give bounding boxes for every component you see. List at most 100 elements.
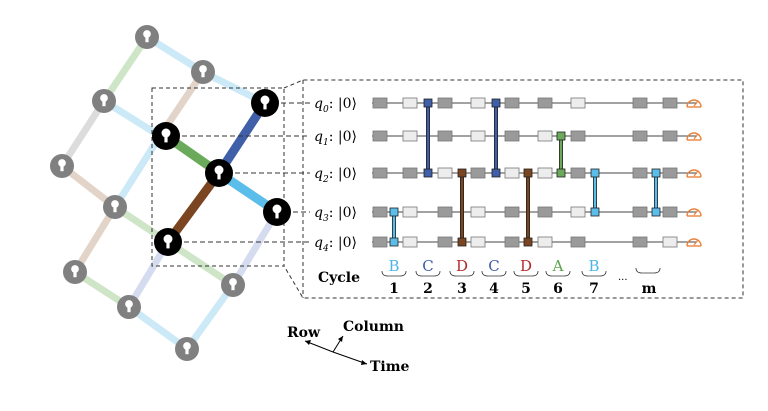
gate-box xyxy=(470,236,486,248)
coupler-gate xyxy=(523,168,533,247)
qubit-node xyxy=(152,122,180,150)
qubit-label: q0: |0⟩ xyxy=(314,96,357,115)
cycle-group: D5 xyxy=(513,257,539,297)
cycle-label: Cycle xyxy=(318,270,360,286)
gate-box xyxy=(632,206,648,218)
coupler-line xyxy=(101,35,150,103)
cycle-number: 4 xyxy=(489,281,499,297)
qubit-label: q2: |0⟩ xyxy=(314,166,357,185)
qubit-label: q4: |0⟩ xyxy=(314,235,357,254)
qubit-node xyxy=(63,260,87,284)
cycle-number: 3 xyxy=(457,281,467,297)
gate-box xyxy=(537,167,553,179)
qubit-row: q3: |0⟩ xyxy=(314,205,697,224)
circuit: q0: |0⟩ q1: |0⟩ q2: |0⟩ q3: |0⟩ q4: |0⟩ Cycle… xyxy=(314,96,702,297)
coupler-gate xyxy=(590,168,600,217)
measure-icon xyxy=(686,132,702,141)
gate-box xyxy=(504,97,520,109)
cycle-brace xyxy=(581,270,607,277)
cycle-pattern: B xyxy=(588,257,599,275)
row-axis-label: Row xyxy=(287,325,321,341)
gate-box xyxy=(632,97,648,109)
gate-box xyxy=(372,130,388,142)
gate-box xyxy=(402,206,418,218)
cycle-pattern: A xyxy=(552,257,564,275)
gate-box xyxy=(537,130,553,142)
qubit-node xyxy=(92,89,116,113)
qubit-node xyxy=(117,295,141,319)
coupler-line xyxy=(112,134,163,209)
measure-icon xyxy=(686,169,702,178)
qubit-nodes xyxy=(50,25,291,361)
coupler-line xyxy=(59,99,107,168)
gate-box xyxy=(504,236,520,248)
gate-box xyxy=(470,167,486,179)
gate-box xyxy=(537,97,553,109)
coupler-gate xyxy=(651,168,661,217)
coupler-d-line xyxy=(164,170,223,245)
coupler-line xyxy=(184,282,236,352)
cycle-pattern: D xyxy=(456,257,468,275)
coupler-gate xyxy=(556,131,566,178)
column-axis-label: Column xyxy=(343,319,404,335)
measure-icon xyxy=(686,208,702,217)
gate-box xyxy=(437,97,453,109)
qubit-node xyxy=(50,154,74,178)
cycle-brace xyxy=(449,270,475,277)
gate-box xyxy=(632,130,648,142)
zoom-box xyxy=(151,87,285,267)
zoom-region xyxy=(151,79,744,299)
gate-box xyxy=(470,97,486,109)
gate-box xyxy=(402,236,418,248)
gate-box xyxy=(372,236,388,248)
cycle-brace xyxy=(481,270,507,277)
gate-box xyxy=(662,236,678,248)
cycle-pattern: C xyxy=(488,257,499,275)
gate-box xyxy=(402,97,418,109)
qubit-node xyxy=(103,195,127,219)
qubit-node xyxy=(263,198,291,226)
qubit-node xyxy=(175,337,199,361)
gate-box xyxy=(437,130,453,142)
cycle-group: A6 xyxy=(545,257,571,297)
gate-box xyxy=(662,130,678,142)
cycle-number: 7 xyxy=(589,281,599,297)
gate-box xyxy=(470,130,486,142)
gate-box xyxy=(537,206,553,218)
gate-box xyxy=(504,206,520,218)
cycle-pattern: B xyxy=(388,257,399,275)
coupler-gate xyxy=(491,98,501,178)
gate-box xyxy=(632,167,648,179)
qubit-node xyxy=(154,228,182,256)
last-cycle: m xyxy=(642,281,657,297)
cycle-pattern: D xyxy=(520,257,532,275)
qubit-node xyxy=(191,60,215,84)
gate-box xyxy=(570,130,586,142)
cycle-group: C4 xyxy=(481,257,507,297)
gate-box xyxy=(437,167,453,179)
cycle-group: B1 xyxy=(381,257,407,297)
gate-box xyxy=(504,130,520,142)
coupler-line xyxy=(230,210,280,287)
gate-box xyxy=(402,167,418,179)
cycle-brace xyxy=(513,270,539,277)
cycle-number: 6 xyxy=(553,281,563,297)
cycle-group: B7 xyxy=(581,257,607,297)
cycle-pattern: C xyxy=(422,257,433,275)
cycle-number: 2 xyxy=(423,281,433,297)
gate-box xyxy=(402,130,418,142)
gate-box xyxy=(504,167,520,179)
qubit-node xyxy=(221,273,245,297)
coupler-gate xyxy=(389,207,399,247)
cycle-group: D3 xyxy=(449,257,475,297)
qubit-guides xyxy=(166,102,310,243)
cycle-number: 1 xyxy=(389,281,399,297)
gate-box xyxy=(632,236,648,248)
gate-box xyxy=(570,97,586,109)
qubit-label: q1: |0⟩ xyxy=(314,129,357,148)
gate-box xyxy=(372,97,388,109)
cycle-brace xyxy=(545,270,571,277)
gate-box xyxy=(372,206,388,218)
gate-box xyxy=(437,206,453,218)
